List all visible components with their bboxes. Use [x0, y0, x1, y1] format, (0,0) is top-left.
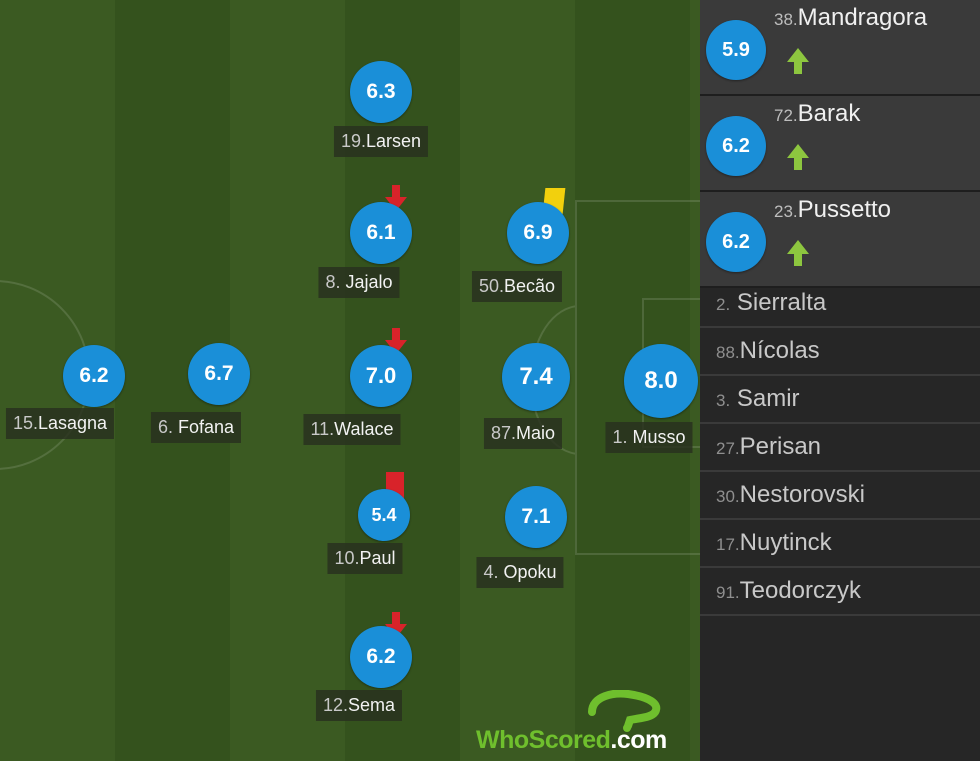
player-name-box: 87.Maio: [483, 418, 563, 449]
substitutes-panel: 5.9 38.Mandragora 6.2 72.Barak 6.2 23.Pu…: [700, 0, 980, 761]
bench-row-nestorovski[interactable]: 30.Nestorovski: [700, 472, 980, 520]
player-name-box: 15.Lasagna: [5, 408, 115, 439]
sub-row-pussetto[interactable]: 6.2 23.Pussetto: [700, 192, 980, 288]
player-rating: 6.7: [188, 343, 250, 405]
bench-row-perisan[interactable]: 27.Perisan: [700, 424, 980, 472]
player-name-box: 50.Becão: [471, 271, 563, 302]
pitch: 6.3 19.Larsen 6.1 8. Jajalo 7.0 11.Walac…: [0, 0, 700, 761]
player-rating: 7.0: [350, 345, 412, 407]
player-name-box: 8. Jajalo: [318, 267, 400, 298]
arrow-down-icon: [385, 612, 407, 638]
player-rating: 6.2: [706, 212, 766, 272]
player-rating: 6.2: [63, 345, 125, 407]
penalty-area: [575, 200, 700, 555]
player-rating: 7.1: [505, 486, 567, 548]
player-rating: 5.4: [358, 489, 410, 541]
player-rating: 6.2: [350, 626, 412, 688]
player-rating: 6.9: [507, 202, 569, 264]
sub-name: 23.Pussetto: [774, 196, 892, 223]
arrow-up-icon: [787, 48, 809, 74]
bench-row-sierralta[interactable]: 2. Sierralta: [700, 280, 980, 328]
player-rating: 7.4: [502, 343, 570, 411]
bench-row-samir[interactable]: 3. Samir: [700, 376, 980, 424]
arrow-down-icon: [385, 328, 407, 354]
arrow-up-icon: [787, 144, 809, 170]
sub-row-barak[interactable]: 6.2 72.Barak: [700, 96, 980, 192]
player-rating: 6.1: [350, 202, 412, 264]
logo-text: WhoScored.com: [476, 726, 667, 754]
sub-row-mandragora[interactable]: 5.9 38.Mandragora: [700, 0, 980, 96]
arrow-up-icon: [787, 240, 809, 266]
arrow-down-icon: [385, 185, 407, 211]
player-rating: 8.0: [624, 344, 698, 418]
player-name-box: 6. Fofana: [150, 412, 242, 443]
player-name-box: 10.Paul: [327, 543, 403, 574]
player-name-box: 12.Sema: [315, 690, 403, 721]
whoscored-logo: WhoScored.com: [476, 690, 691, 760]
sub-name: 72.Barak: [774, 100, 861, 127]
question-mark-logo-icon: [588, 690, 661, 732]
player-name-box: 19.Larsen: [333, 126, 429, 157]
sub-name: 38.Mandragora: [774, 4, 928, 31]
player-name-box: 4. Opoku: [476, 557, 564, 588]
player-rating: 6.3: [350, 61, 412, 123]
player-rating: 5.9: [706, 20, 766, 80]
bench-row-teodorczyk[interactable]: 91.Teodorczyk: [700, 568, 980, 616]
bench-row-nicolas[interactable]: 88.Nícolas: [700, 328, 980, 376]
bench-row-nuytinck[interactable]: 17.Nuytinck: [700, 520, 980, 568]
player-rating: 6.2: [706, 116, 766, 176]
player-name-box: 11.Walace: [303, 414, 401, 445]
player-name-box: 1. Musso: [605, 422, 693, 453]
